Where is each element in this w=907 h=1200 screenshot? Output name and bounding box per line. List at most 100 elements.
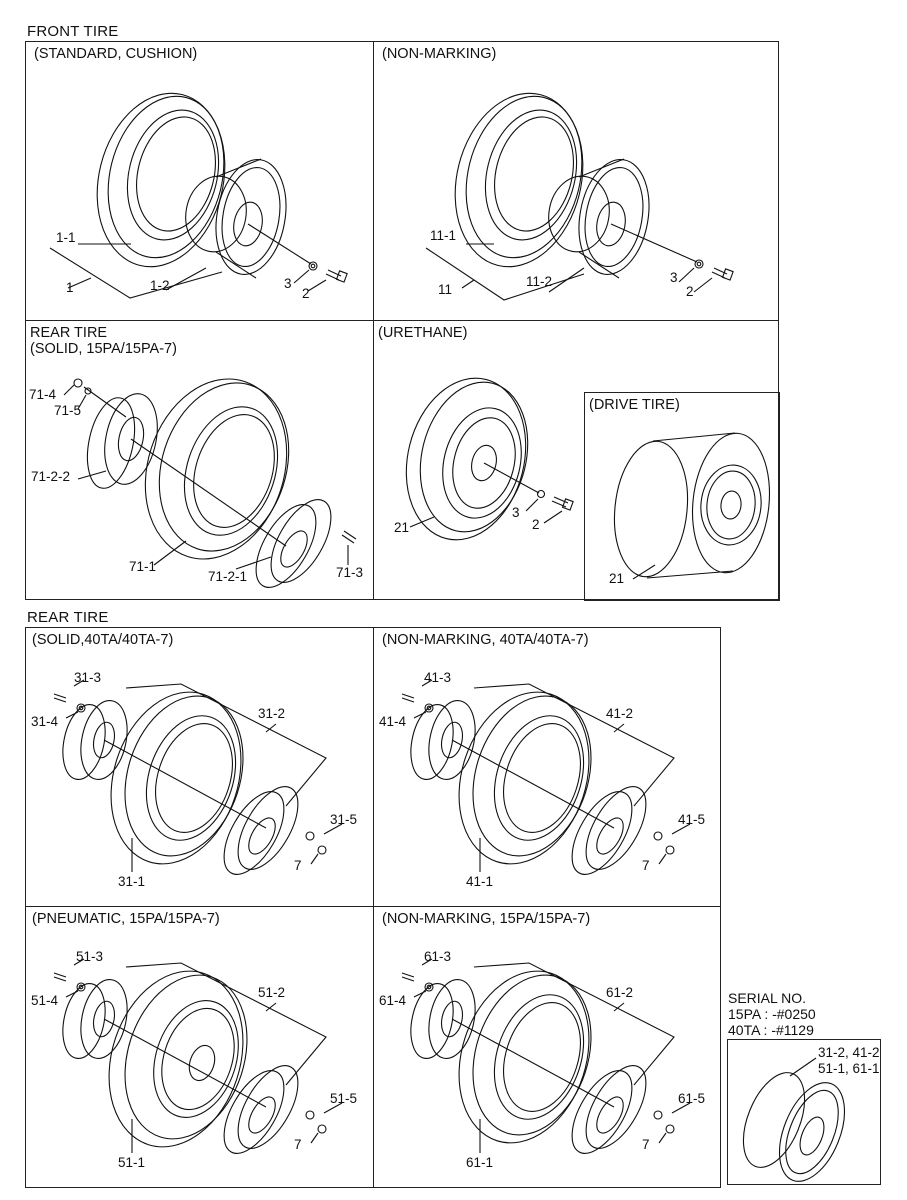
panel-standard-cushion: (STANDARD, CUSHION)	[25, 41, 374, 321]
part-label: 71-4	[29, 387, 57, 402]
part-label: 51-1, 61-1	[818, 1061, 880, 1076]
serial-heading: SERIAL NO.	[728, 990, 807, 1006]
part-label: 1-2	[150, 278, 170, 293]
part-label: 41-1	[466, 874, 494, 889]
tire-wheel-drawing	[49, 92, 348, 299]
panel-non-marking-40ta: (NON-MARKING, 40TA/40TA-7)	[373, 627, 721, 907]
tire-illustration	[110, 691, 244, 865]
rim-illustration	[86, 393, 158, 489]
serial-info: SERIAL NO. 15PA : -#0250 40TA : -#1129	[728, 990, 816, 1038]
part-label: 71-2-1	[208, 569, 248, 584]
rim-illustration	[223, 786, 299, 875]
tire-illustration	[108, 970, 248, 1148]
panel-rear-solid-15pa: REAR TIRE (SOLID, 15PA/15PA-7)	[25, 320, 374, 600]
tire-illustration	[613, 432, 771, 579]
serial-line-40ta: 40TA : -#1129	[728, 1022, 814, 1038]
part-label: 61-5	[678, 1091, 706, 1106]
rim-illustration	[223, 1065, 299, 1154]
rim-illustration	[410, 979, 476, 1059]
part-label: 71-5	[54, 403, 82, 418]
part-label: 21	[609, 571, 625, 586]
part-label: 61-2	[606, 985, 634, 1000]
tire-wheel-drawing	[401, 679, 691, 875]
part-label: 71-1	[129, 559, 157, 574]
rim-illustration	[255, 499, 332, 588]
part-label: 31-5	[330, 812, 358, 827]
part-label: 41-3	[424, 670, 452, 685]
part-label: 3	[670, 270, 678, 285]
tire-wheel-drawing	[405, 377, 574, 541]
part-label: 61-1	[466, 1155, 494, 1170]
part-label: 71-2-2	[31, 469, 71, 484]
panel-title-line2: (SOLID, 15PA/15PA-7)	[30, 341, 177, 357]
part-label: 3	[512, 505, 520, 520]
part-label: 51-5	[330, 1091, 358, 1106]
tire-illustration	[144, 378, 290, 560]
rear-tire-heading: REAR TIRE	[27, 609, 109, 626]
panel-title: (PNEUMATIC, 15PA/15PA-7)	[32, 911, 220, 927]
panel-title-line1: REAR TIRE	[30, 325, 108, 341]
part-label: 3	[284, 276, 292, 291]
panel-pneumatic-15pa: (PNEUMATIC, 15PA/15PA-7)	[25, 906, 374, 1188]
part-label: 2	[302, 286, 310, 301]
panel-title: (SOLID,40TA/40TA-7)	[32, 632, 174, 648]
part-label: 61-3	[424, 949, 452, 964]
rim-drawing	[742, 1057, 846, 1182]
part-label: 51-2	[258, 985, 286, 1000]
panel-solid-40ta: (SOLID,40TA/40TA-7)	[25, 627, 374, 907]
tire-wheel-drawing	[63, 378, 357, 588]
part-label: 31-2, 41-2	[818, 1045, 880, 1060]
panel-serial-rim: 31-2, 41-2 51-1, 61-1	[727, 1039, 881, 1185]
tire-illustration	[458, 691, 592, 865]
tire-illustration	[405, 377, 529, 541]
part-label: 41-5	[678, 812, 706, 827]
rim-illustration	[571, 786, 647, 875]
tire-illustration	[454, 92, 584, 268]
part-label: 51-1	[118, 1155, 146, 1170]
tire-wheel-drawing	[53, 679, 343, 875]
part-label: 7	[294, 1137, 302, 1152]
part-label: 7	[642, 858, 650, 873]
part-label: 31-2	[258, 706, 286, 721]
wheel-illustration	[185, 158, 287, 279]
part-label: 11-2	[526, 274, 553, 289]
panel-title: (URETHANE)	[378, 325, 468, 341]
panel-non-marking-15pa: (NON-MARKING, 15PA/15PA-7)	[373, 906, 721, 1188]
part-label: 31-1	[118, 874, 146, 889]
part-label: 31-4	[31, 714, 59, 729]
part-label: 21	[394, 520, 410, 535]
rim-illustration	[62, 979, 128, 1059]
panel-title: (STANDARD, CUSHION)	[34, 46, 198, 62]
tire-illustration	[96, 92, 226, 268]
part-label: 2	[686, 284, 694, 299]
panel-urethane: (URETHANE) 21 3 2 (DRIVE TIRE)	[373, 320, 780, 601]
part-label: 31-3	[74, 670, 102, 685]
part-label: 11	[438, 282, 453, 297]
drive-tire-drawing	[613, 432, 771, 580]
panel-title: (NON-MARKING, 15PA/15PA-7)	[382, 911, 591, 927]
part-label: 2	[532, 517, 540, 532]
part-label: 7	[642, 1137, 650, 1152]
rim-illustration	[62, 700, 128, 780]
panel-non-marking-front: (NON-MARKING)	[373, 41, 779, 321]
tire-wheel-drawing	[401, 958, 691, 1154]
tire-wheel-drawing	[425, 92, 734, 301]
panel-drive-tire: (DRIVE TIRE) 21	[584, 392, 780, 601]
panel-title: (NON-MARKING, 40TA/40TA-7)	[382, 632, 589, 648]
part-label: 7	[294, 858, 302, 873]
tire-illustration	[458, 970, 592, 1144]
part-label: 61-4	[379, 993, 407, 1008]
part-label: 41-2	[606, 706, 634, 721]
wheel-illustration	[548, 158, 650, 279]
panel-title: REAR TIRE (SOLID, 15PA/15PA-7)	[30, 325, 177, 357]
panel-title: (NON-MARKING)	[382, 46, 497, 62]
serial-line-15pa: 15PA : -#0250	[728, 1006, 816, 1022]
part-label: 11-1	[430, 228, 457, 243]
part-label: 51-4	[31, 993, 59, 1008]
part-label: 1-1	[56, 230, 76, 245]
part-label: 1	[66, 280, 74, 295]
panel-title: (DRIVE TIRE)	[589, 397, 680, 413]
part-label: 41-4	[379, 714, 407, 729]
part-label: 71-3	[336, 565, 364, 580]
tire-wheel-drawing	[53, 958, 343, 1154]
